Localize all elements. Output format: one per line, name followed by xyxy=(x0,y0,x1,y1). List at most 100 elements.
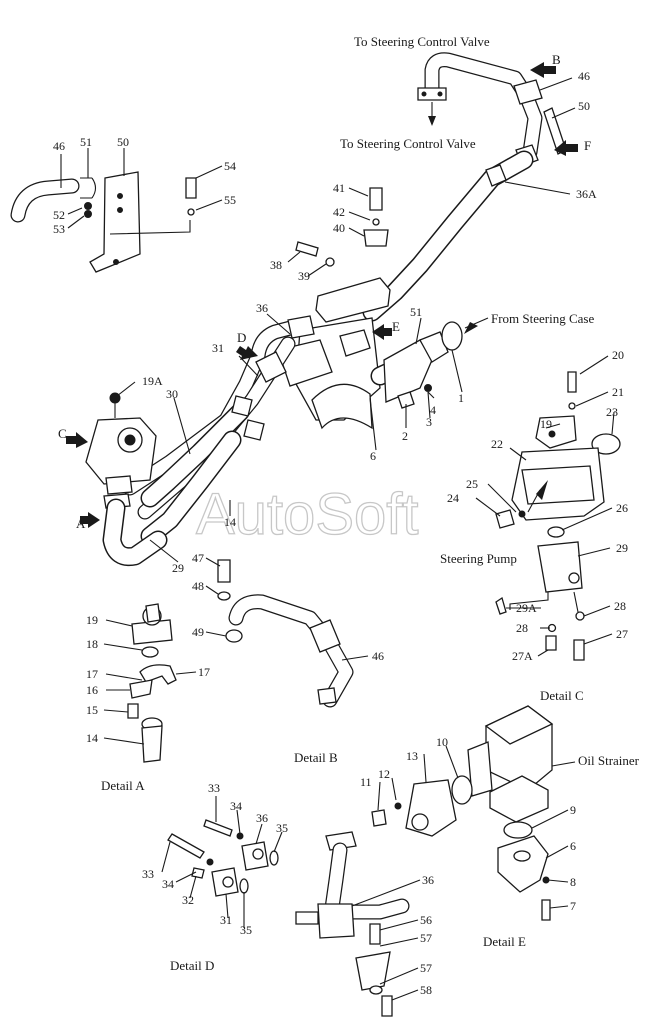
part-label: 28 xyxy=(614,599,626,613)
part-label: 50 xyxy=(117,135,129,149)
part-label: 22 xyxy=(491,437,503,451)
part-label: 9 xyxy=(570,803,576,817)
o-ring-10 xyxy=(451,775,473,805)
part-label: 51 xyxy=(80,135,92,149)
part-label: 25 xyxy=(466,477,478,491)
view-arrow-d xyxy=(236,346,258,360)
pipe-6-elbow xyxy=(497,835,549,893)
main-pipe-assembly xyxy=(85,187,489,567)
detail-e-parts xyxy=(295,705,554,1017)
part-label: 57 xyxy=(420,961,432,975)
part-label: 42 xyxy=(333,205,345,219)
part-label: 11 xyxy=(360,775,372,789)
part-label: 15 xyxy=(86,703,98,717)
caption-to-valve-mid: To Steering Control Valve xyxy=(340,136,476,151)
part-label: 17 xyxy=(198,665,210,679)
part-label: 13 xyxy=(406,749,418,763)
o-ring-1 xyxy=(441,321,463,351)
caption-from-case: From Steering Case xyxy=(491,311,594,326)
part-label: 40 xyxy=(333,221,345,235)
part-label: 3 xyxy=(426,415,432,429)
pump-cover-29 xyxy=(537,541,583,593)
caption-oil-strainer: Oil Strainer xyxy=(578,753,640,768)
part-label: 36 xyxy=(422,873,434,887)
part-label: 30 xyxy=(166,387,178,401)
part-label: 19A xyxy=(142,374,163,388)
part-label: 19 xyxy=(86,613,98,627)
part-label: 31 xyxy=(212,341,224,355)
part-label: 46 xyxy=(578,69,590,83)
leader-lines xyxy=(60,77,615,1001)
part-label: 2 xyxy=(402,429,408,443)
part-label: 16 xyxy=(86,683,98,697)
part-label: 47 xyxy=(192,551,204,565)
part-label: 54 xyxy=(224,159,236,173)
part-label: 46 xyxy=(372,649,384,663)
part-label: 39 xyxy=(298,269,310,283)
part-label: 12 xyxy=(378,767,390,781)
part-label: 19 xyxy=(540,417,552,431)
part-label: 51 xyxy=(410,305,422,319)
part-label: 34 xyxy=(230,799,242,813)
part-label: 32 xyxy=(182,893,194,907)
part-label: 34 xyxy=(162,877,174,891)
part-label: 8 xyxy=(570,875,576,889)
steering-valve-c xyxy=(85,417,157,485)
fitting-d xyxy=(255,351,287,383)
part-label: 29 xyxy=(616,541,628,555)
part-label: 26 xyxy=(616,501,628,515)
pipe-flange-top xyxy=(417,87,447,101)
view-arrows xyxy=(66,62,578,528)
part-label: 4 xyxy=(430,403,436,417)
watermark: AutoSoft xyxy=(196,482,418,547)
bracket-detail xyxy=(10,171,197,273)
view-letter-c: C xyxy=(58,426,67,441)
part-label: 35 xyxy=(240,923,252,937)
pipe-clamp-block xyxy=(513,79,543,105)
view-arrow-f xyxy=(554,140,578,156)
caption-to-valve-top: To Steering Control Valve xyxy=(354,34,490,49)
part-label: 33 xyxy=(142,867,154,881)
part-label: 10 xyxy=(436,735,448,749)
mounting-bracket-50 xyxy=(89,171,141,273)
part-label: 38 xyxy=(270,258,282,272)
part-label: 35 xyxy=(276,821,288,835)
view-letter-f: F xyxy=(584,138,591,153)
part-label: 20 xyxy=(612,348,624,362)
part-label: 27 xyxy=(616,627,628,641)
part-label: 17 xyxy=(86,667,98,681)
caption-detail-d: Detail D xyxy=(170,958,214,973)
view-arrow-b xyxy=(530,62,556,78)
support-plate xyxy=(315,277,391,323)
part-label: 18 xyxy=(86,637,98,651)
part-label: 33 xyxy=(208,781,220,795)
part-label: 36 xyxy=(256,811,268,825)
part-label: 53 xyxy=(53,222,65,236)
view-arrow-c xyxy=(66,432,88,448)
view-letter-a: A xyxy=(76,516,86,531)
part-label: 6 xyxy=(370,449,376,463)
view-arrow-e xyxy=(372,324,392,340)
part-label: 52 xyxy=(53,208,65,222)
part-label: 1 xyxy=(458,391,464,405)
part-label: 23 xyxy=(606,405,618,419)
part-label: 14 xyxy=(86,731,98,745)
delivery-pipe-assembly xyxy=(362,52,567,322)
part-label: 14 xyxy=(224,515,236,529)
caption-steering-pump: Steering Pump xyxy=(440,551,517,566)
part-label: 50 xyxy=(578,99,590,113)
caption-detail-b: Detail B xyxy=(294,750,338,765)
view-letter-d: D xyxy=(237,330,246,345)
part-label: 29 xyxy=(172,561,184,575)
part-label: 41 xyxy=(333,181,345,195)
detail-b-parts xyxy=(217,559,354,708)
part-label: 46 xyxy=(53,139,65,153)
hose-fitting-mid xyxy=(485,164,507,187)
caption-detail-c: Detail C xyxy=(540,688,584,703)
part-label: 57 xyxy=(420,931,432,945)
view-letter-e: E xyxy=(392,319,400,334)
caption-detail-a: Detail A xyxy=(101,778,145,793)
caption-detail-e: Detail E xyxy=(483,934,526,949)
part-label: 58 xyxy=(420,983,432,997)
